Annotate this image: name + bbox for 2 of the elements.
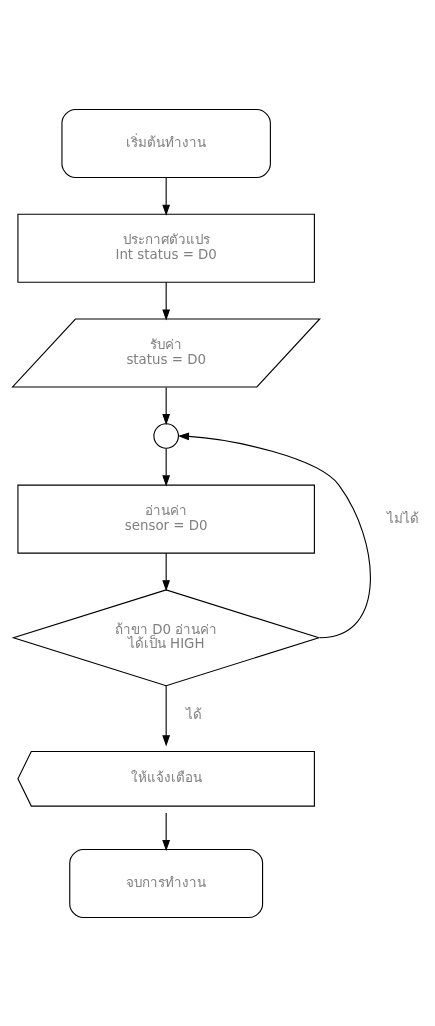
- edge-label: ไม่ได้: [386, 510, 419, 526]
- edge-label: ได้: [186, 706, 203, 722]
